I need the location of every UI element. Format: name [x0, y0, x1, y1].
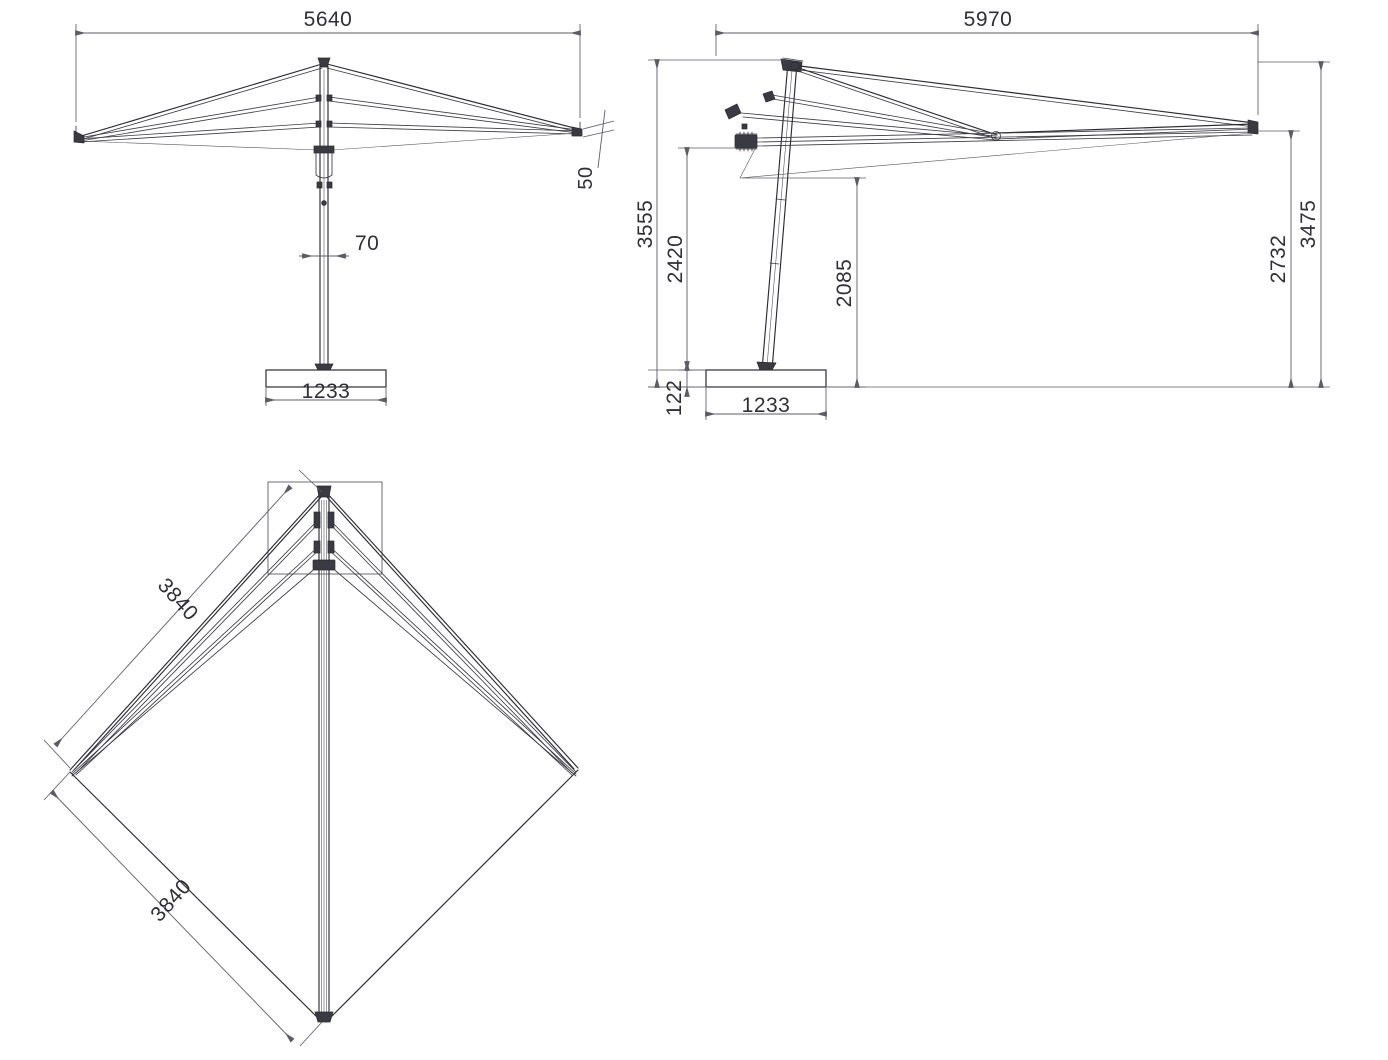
dim-label-base-plate-thickness: 122: [663, 380, 686, 417]
side-right-tip-fitting: [1247, 119, 1259, 135]
dim-base-plate-width-side: 1233: [705, 388, 827, 420]
dim-canopy-edge-height: 2732: [826, 130, 1300, 388]
front-base-plate: [265, 363, 387, 388]
dim-label-canopy-width: 5640: [304, 8, 353, 31]
dim-base-plate-width-front: 1233: [265, 380, 387, 406]
dim-label-canopy-top-height: 3475: [1297, 200, 1320, 249]
dim-overall-reach: 5970: [715, 8, 1259, 115]
side-base-plate: [705, 361, 827, 388]
dim-label-canopy-edge-height: 2732: [1267, 235, 1290, 284]
dim-hub-height: 2420: [664, 147, 736, 371]
side-valance: [739, 132, 1253, 179]
dim-overall-height: 3555: [634, 59, 784, 388]
dim-label-mast-diameter: 70: [355, 232, 379, 255]
side-cantilever-arm: [799, 65, 1255, 128]
dim-label-hub-height: 2420: [664, 235, 687, 284]
side-secondary-ribs: [740, 94, 1253, 147]
front-canopy-ribs: [77, 63, 579, 151]
dim-mast-diameter: 70: [299, 232, 379, 259]
dim-clearance-height: 2085: [742, 177, 866, 388]
front-mast-hardware: [313, 57, 335, 206]
front-right-tip-fitting: [571, 121, 583, 137]
side-lower-hub: [724, 90, 776, 152]
dim-canopy-top-height: 3475: [1258, 61, 1330, 388]
dim-rib-tip-offset: 50: [575, 109, 615, 190]
dim-label-base-plate-width-side: 1233: [742, 394, 791, 417]
plan-hub-hardware: [312, 485, 336, 1023]
side-elevation-view: 5970 3555 2420 122 2085: [634, 8, 1330, 420]
plan-view: 3840 3840: [43, 469, 579, 1047]
front-elevation-view: 5640 50 70 1233: [73, 8, 615, 406]
plan-mast: [318, 495, 330, 1021]
dim-canopy-width: 5640: [75, 8, 581, 122]
dim-label-base-plate-width-front: 1233: [302, 380, 351, 403]
side-struts: [798, 67, 1255, 141]
dim-label-overall-height: 3555: [634, 200, 657, 249]
front-left-tip-fitting: [73, 125, 85, 144]
dim-label-rib-tip-offset: 50: [575, 166, 597, 189]
dim-label-overall-reach: 5970: [964, 8, 1013, 31]
front-mast: [319, 65, 329, 371]
dim-base-plate-thickness: 122: [648, 361, 706, 417]
dim-label-clearance-height: 2085: [833, 259, 856, 308]
side-mast: [761, 61, 798, 371]
